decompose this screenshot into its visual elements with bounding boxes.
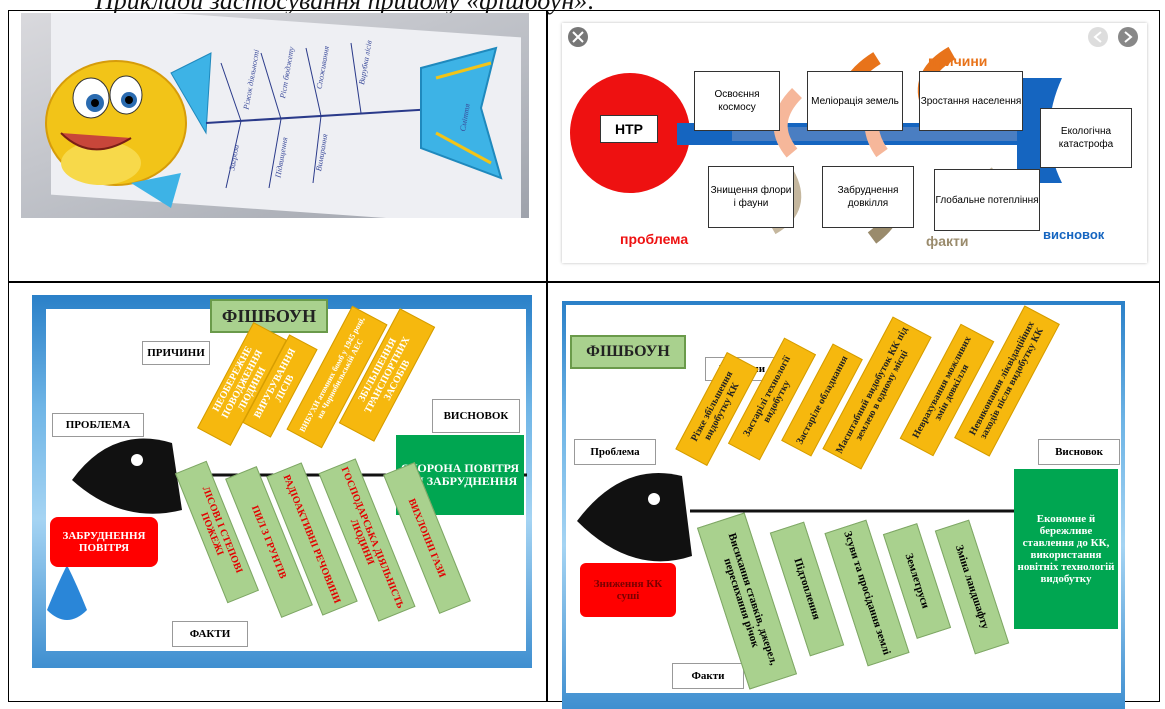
conclusion-label: ВИСНОВОК <box>432 399 520 433</box>
fact-box: Глобальне потепління <box>934 169 1040 231</box>
causes-label: причини <box>928 53 988 69</box>
fact-box: Знищення флори і фауни <box>708 166 794 228</box>
next-arrow-icon[interactable] <box>1118 27 1140 49</box>
fishbone-slide-air: ФІШБОУН ПРИЧИНИ ПРОБЛЕМА ВИСНОВОК ФАКТИ … <box>32 295 532 668</box>
fishbone-slide-ntr: НТР Освоєння космосу Меліорація земель З… <box>562 23 1147 263</box>
cause-box: Меліорація земель <box>807 71 903 131</box>
fish-skeleton <box>577 473 1017 562</box>
table-divider-horizontal <box>9 281 1159 283</box>
fish-poster-photo: Ріжок діяльності Ріст бюджету Споживання… <box>21 13 529 218</box>
problem-head-box: НТР <box>600 115 658 143</box>
conclusion-box: Екологічна катастрофа <box>1040 108 1132 168</box>
fact-box: Забруднення довкілля <box>822 166 914 228</box>
facts-label: ФАКТИ <box>172 621 248 647</box>
examples-table: Ріжок діяльності Ріст бюджету Споживання… <box>8 10 1160 709</box>
problem-box: Зниження КК суші <box>580 563 676 617</box>
facts-label: факти <box>926 233 969 249</box>
conclusion-box: Економне й бережливе ставлення до КК, ви… <box>1014 469 1118 629</box>
causes-label: ПРИЧИНИ <box>142 341 210 365</box>
conclusion-label: висновок <box>1043 227 1105 242</box>
conclusion-label: Висновок <box>1038 439 1120 465</box>
problem-box: ЗАБРУДНЕННЯ ПОВІТРЯ <box>50 517 158 567</box>
cause-box: Зростання населення <box>919 71 1023 131</box>
cause-box: Освоєння космосу <box>694 71 780 131</box>
table-divider-vertical <box>546 11 548 701</box>
slide-title: ФІШБОУН <box>210 299 328 333</box>
fishbone-slide-minerals: ФІШБОУН Причини Проблема Висновок Факти … <box>562 301 1125 709</box>
slide-title: ФІШБОУН <box>570 335 686 369</box>
close-icon[interactable] <box>566 27 590 49</box>
problem-label: ПРОБЛЕМА <box>52 413 144 437</box>
problem-label: проблема <box>620 231 689 247</box>
problem-label: Проблема <box>574 439 656 465</box>
prev-arrow-icon[interactable] <box>1088 27 1110 49</box>
caption: Приклади застосування прийому «фішбоун»: <box>95 0 596 15</box>
facts-label: Факти <box>672 663 744 689</box>
fish-illustration <box>45 42 503 208</box>
